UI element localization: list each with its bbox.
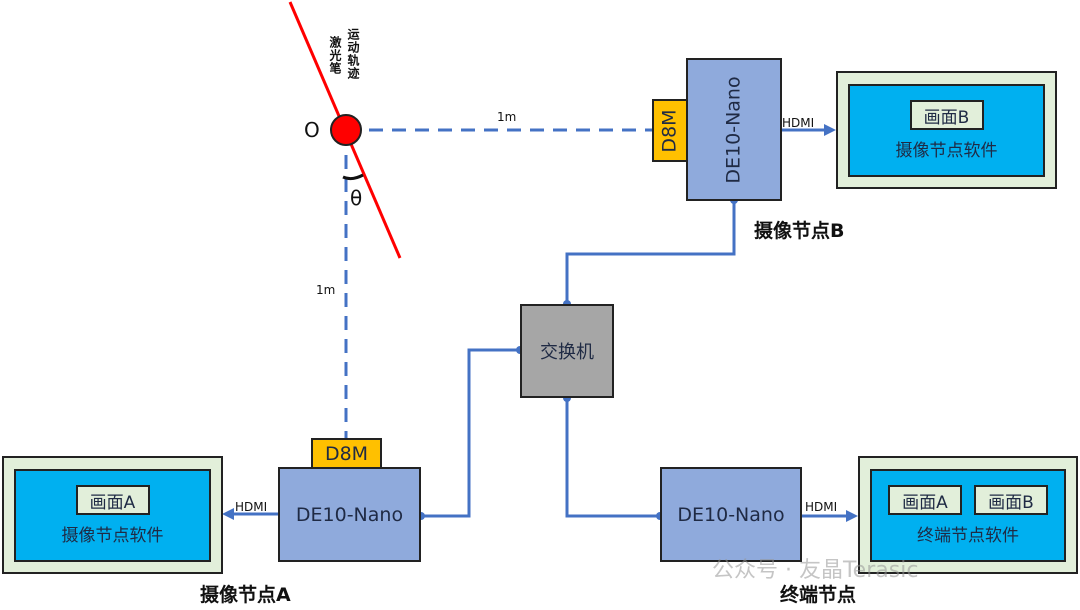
switch-label: 交换机 xyxy=(540,342,594,363)
laser-dot xyxy=(330,114,362,146)
camera-a-sensor: D8M xyxy=(311,438,382,469)
network-switch: 交换机 xyxy=(520,304,614,398)
trajectory-label: 运动轨迹 xyxy=(346,28,360,80)
terminal-frame-a-label: 画面A xyxy=(888,485,962,515)
camera-a-node-label: 摄像节点A xyxy=(200,584,291,606)
terminal-monitor: 画面A 画面B 终端节点软件 xyxy=(858,456,1078,574)
camera-b-sensor-label: D8M xyxy=(659,108,681,153)
link-b-switch xyxy=(565,200,736,304)
terminal-frame-row: 画面A 画面B xyxy=(888,485,1048,515)
terminal-monitor-screen: 画面A 画面B 终端节点软件 xyxy=(870,469,1066,562)
terminal-node-label: 终端节点 xyxy=(780,584,857,606)
terminal-software-label: 终端节点软件 xyxy=(917,526,1019,546)
terminal-board: DE10-Nano xyxy=(660,467,802,562)
camera-b-board-label: DE10-Nano xyxy=(723,75,746,184)
camera-a-monitor: 画面A 摄像节点软件 xyxy=(2,456,223,574)
camera-b-node-label: 摄像节点B xyxy=(754,220,845,242)
origin-label: O xyxy=(304,118,320,142)
vertical-distance-label: 1m xyxy=(316,283,336,297)
angle-label: θ xyxy=(350,186,363,210)
terminal-frame-b-label: 画面B xyxy=(974,485,1048,515)
camera-a-software-label: 摄像节点软件 xyxy=(61,526,164,546)
camera-b-board: DE10-Nano xyxy=(686,58,782,201)
pen-label: 激光笔 xyxy=(328,36,342,75)
camera-a-hdmi-label: HDMI xyxy=(235,500,268,514)
camera-a-frame-label: 画面A xyxy=(75,485,150,515)
camera-b-sensor: D8M xyxy=(652,99,688,162)
watermark-text: 公众号 · 友晶Terasic xyxy=(712,558,919,583)
camera-b-monitor-screen: 画面B 摄像节点软件 xyxy=(848,84,1045,177)
terminal-hdmi-label: HDMI xyxy=(805,500,838,514)
terminal-board-label: DE10-Nano xyxy=(677,503,785,526)
camera-b-monitor: 画面B 摄像节点软件 xyxy=(836,71,1057,189)
camera-b-frame-label: 画面B xyxy=(909,100,984,130)
hdmi-arrowhead-terminal xyxy=(846,510,858,522)
hdmi-arrowhead-a xyxy=(222,508,234,520)
camera-b-software-label: 摄像节点软件 xyxy=(895,141,998,161)
hdmi-arrowhead-b xyxy=(824,124,836,136)
camera-a-sensor-label: D8M xyxy=(324,442,369,465)
camera-a-board-label: DE10-Nano xyxy=(295,503,404,526)
camera-a-board: DE10-Nano xyxy=(278,467,421,562)
horizontal-distance-label: 1m xyxy=(497,110,517,124)
angle-arc xyxy=(342,173,364,181)
link-switch-a xyxy=(421,348,520,518)
link-switch-terminal xyxy=(565,398,660,518)
camera-a-monitor-screen: 画面A 摄像节点软件 xyxy=(14,469,211,562)
camera-b-hdmi-label: HDMI xyxy=(782,116,815,130)
